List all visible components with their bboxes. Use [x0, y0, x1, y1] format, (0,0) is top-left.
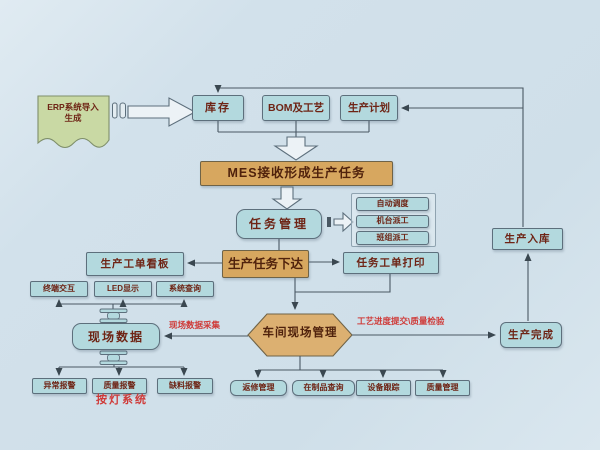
- node-task-management: 任务管理: [236, 209, 322, 239]
- merge-lines: [217, 121, 370, 137]
- erp-source-line1: ERP系统导入: [47, 102, 99, 112]
- node-led-display: LED显示: [94, 281, 152, 297]
- node-system-query: 系统查询: [156, 281, 214, 297]
- node-mes-task: MES接收形成生产任务: [200, 161, 393, 186]
- node-quality-management: 质量管理: [415, 380, 470, 396]
- node-production-warehouse: 生产入库: [492, 228, 563, 250]
- flow-arrow-down-small-icon: [271, 186, 303, 210]
- node-workshop-management: 车间现场管理: [262, 327, 338, 339]
- erp-source-line2: 生成: [64, 113, 82, 124]
- alarm-lines: [55, 365, 188, 376]
- node-team-dispatch: 班组派工: [356, 231, 429, 245]
- node-abnormal-alarm: 异常报警: [32, 378, 87, 394]
- node-workorder-kanban: 生产工单看板: [86, 252, 184, 276]
- label-field-data-collection: 现场数据采集: [169, 320, 221, 330]
- node-production-plan: 生产计划: [340, 95, 398, 121]
- label-andon-system: 按灯系统: [96, 394, 148, 406]
- terminal-lines: [55, 299, 188, 309]
- coupler-icon-top: [99, 308, 128, 323]
- coupler-icon-bottom: [99, 350, 128, 365]
- node-workorder-print: 任务工单打印: [343, 252, 439, 274]
- node-field-data: 现场数据: [72, 323, 160, 350]
- flow-arrow-right-icon: [127, 97, 197, 127]
- node-machine-dispatch: 机台派工: [356, 214, 429, 228]
- flow-arrow-right-small-icon: [327, 211, 354, 233]
- node-erp-source: ERP系统导入 生成: [40, 102, 106, 125]
- node-task-release: 生产任务下达: [222, 250, 309, 278]
- node-auto-scheduling: 自动调度: [356, 197, 429, 211]
- flow-arrow-down-icon: [273, 136, 319, 161]
- node-rework-management: 返修管理: [230, 380, 287, 396]
- node-wip-query: 在制品查询: [292, 380, 355, 396]
- node-bom-process: BOM及工艺: [262, 95, 330, 121]
- node-shortage-alarm: 缺料报警: [157, 378, 213, 394]
- node-equipment-tracking: 设备跟踪: [356, 380, 411, 396]
- label-process-quality: 工艺进度提交\质量检验: [357, 316, 445, 326]
- node-inventory: 库存: [192, 95, 244, 121]
- pipe-connector-icon: [112, 102, 126, 119]
- node-quality-alarm: 质量报警: [92, 378, 147, 394]
- node-production-complete: 生产完成: [500, 322, 562, 348]
- node-terminal-interaction: 终端交互: [30, 281, 88, 297]
